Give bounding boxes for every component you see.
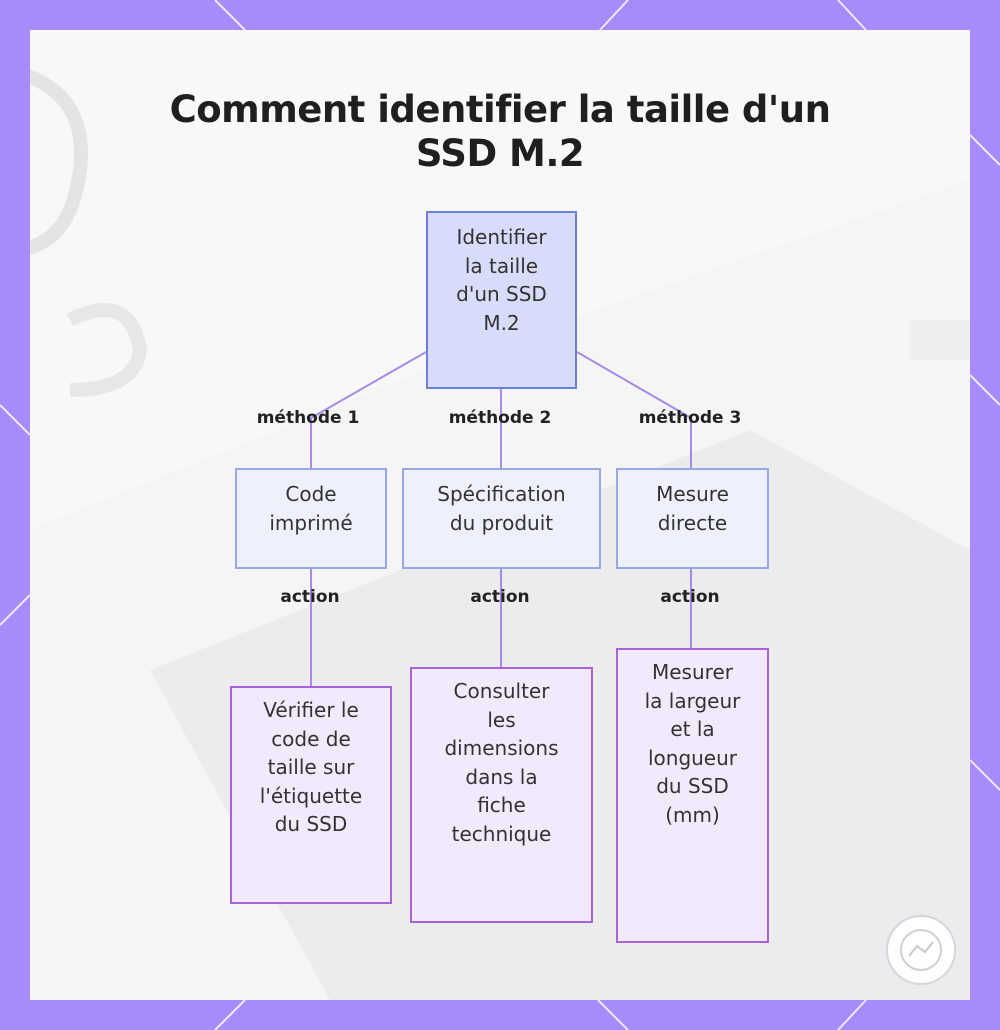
edge-label-action-3: action (660, 587, 720, 607)
action-1-line-2: code de (271, 726, 351, 751)
root-line-2: la taille (464, 253, 539, 278)
method-1-line-1: Code (285, 482, 337, 506)
edge-label-action-2: action (470, 587, 530, 607)
action-node-3: Mesurer la largeur et la longueur du SSD… (616, 648, 769, 943)
root-line-3: d'un SSD (456, 282, 547, 306)
action-2-line-4: dans la (465, 764, 538, 789)
edge-label-method-1: méthode 1 (256, 408, 360, 428)
method-node-3: Mesure directe (616, 468, 769, 569)
action-3-line-4: longueur (647, 745, 738, 770)
diagram-title: Comment identifier la taille d'un SSD M.… (0, 88, 1000, 176)
root-line-4: M.2 (483, 310, 520, 335)
edge-label-action-1: action (280, 587, 340, 607)
action-1-line-1: Vérifier le (263, 698, 359, 722)
action-node-2: Consulter les dimensions dans la fiche t… (410, 667, 593, 923)
action-1-line-5: du SSD (274, 812, 348, 836)
method-3-line-2: directe (657, 510, 728, 535)
edge-root-method-1 (310, 351, 427, 468)
action-2-line-2: les (487, 707, 516, 732)
title-line-2: SSD M.2 (415, 132, 585, 175)
action-2-line-3: dimensions (444, 736, 559, 760)
root-node: Identifier la taille d'un SSD M.2 (426, 211, 577, 389)
method-node-2: Spécification du produit (402, 468, 601, 569)
edge-root-method-3 (576, 351, 692, 468)
method-2-line-2: du produit (449, 510, 554, 535)
action-3-line-6: (mm) (665, 802, 720, 827)
method-1-line-2: imprimé (269, 510, 353, 535)
action-node-1: Vérifier le code de taille sur l'étiquet… (230, 686, 392, 904)
action-3-line-1: Mesurer (652, 660, 733, 684)
method-2-line-1: Spécification (437, 482, 566, 506)
action-3-line-3: et la (670, 717, 715, 741)
method-3-line-1: Mesure (656, 482, 729, 506)
action-2-line-1: Consulter (453, 679, 550, 703)
root-line-1: Identifier (456, 225, 547, 249)
action-2-line-5: fiche (477, 793, 526, 817)
action-3-line-5: du SSD (656, 774, 729, 798)
action-3-line-2: la largeur (644, 688, 741, 713)
title-line-1: Comment identifier la taille d'un (169, 88, 831, 131)
watermark-logo-icon (886, 915, 956, 985)
edge-label-method-2: méthode 2 (448, 408, 552, 428)
method-node-1: Code imprimé (235, 468, 387, 569)
action-2-line-6: technique (451, 821, 552, 846)
action-1-line-4: l'étiquette (259, 783, 363, 808)
edge-label-method-3: méthode 3 (638, 408, 742, 428)
action-1-line-3: taille sur (267, 755, 355, 779)
